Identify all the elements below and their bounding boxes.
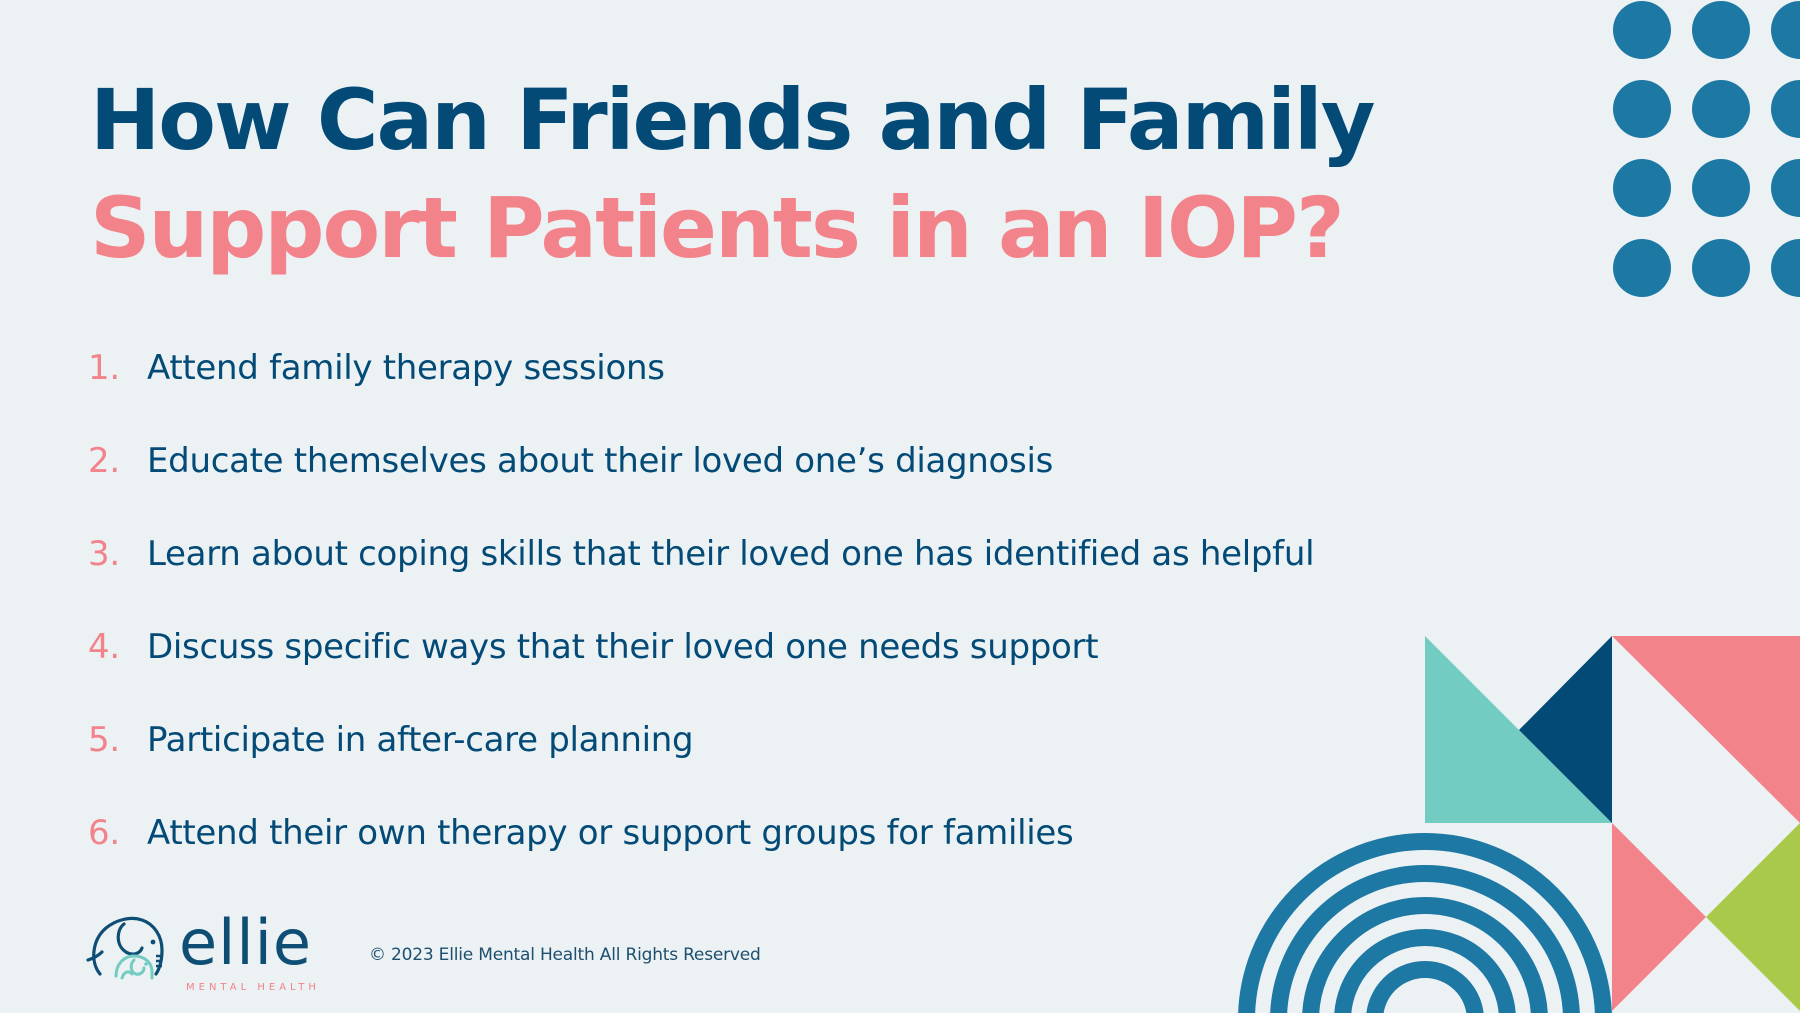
ellie-logo: ellie MENTAL HEALTH xyxy=(86,908,326,1002)
list-number: 2. xyxy=(88,441,120,481)
list-text: Participate in after-care planning xyxy=(147,720,694,760)
list-text: Discuss specific ways that their loved o… xyxy=(147,627,1099,667)
list-text: Learn about coping skills that their lov… xyxy=(147,534,1315,574)
dot-grid xyxy=(1613,1,1800,297)
title-line-1: How Can Friends and Family xyxy=(90,71,1375,169)
list-item: 5. Participate in after-care planning xyxy=(88,716,1314,809)
list-text: Attend family therapy sessions xyxy=(147,348,665,388)
list-item: 6. Attend their own therapy or support g… xyxy=(88,809,1314,902)
elephant-icon xyxy=(86,916,164,980)
support-list: 1. Attend family therapy sessions 2. Edu… xyxy=(88,344,1315,902)
list-number: 3. xyxy=(88,534,120,574)
list-item: 4. Discuss specific ways that their love… xyxy=(88,623,1314,716)
page-title: How Can Friends and Family Support Patie… xyxy=(90,66,1375,282)
list-number: 4. xyxy=(88,627,120,667)
copyright-notice: © 2023 Ellie Mental Health All Rights Re… xyxy=(369,945,761,965)
triangle-mosaic xyxy=(1425,636,1800,1011)
list-text: Educate themselves about their loved one… xyxy=(147,441,1054,481)
list-number: 5. xyxy=(88,720,120,760)
rainbow-arcs xyxy=(1238,833,1612,1013)
list-item: 3. Learn about coping skills that their … xyxy=(88,530,1315,623)
logo-wordmark: ellie xyxy=(179,906,312,979)
list-item: 2. Educate themselves about their loved … xyxy=(88,437,1314,530)
list-item: 1. Attend family therapy sessions xyxy=(88,344,1314,437)
list-number: 1. xyxy=(88,348,120,388)
list-text: Attend their own therapy or support grou… xyxy=(147,813,1074,853)
logo-tagline: MENTAL HEALTH xyxy=(186,982,320,993)
title-line-2: Support Patients in an IOP? xyxy=(90,179,1345,277)
list-number: 6. xyxy=(88,813,120,853)
